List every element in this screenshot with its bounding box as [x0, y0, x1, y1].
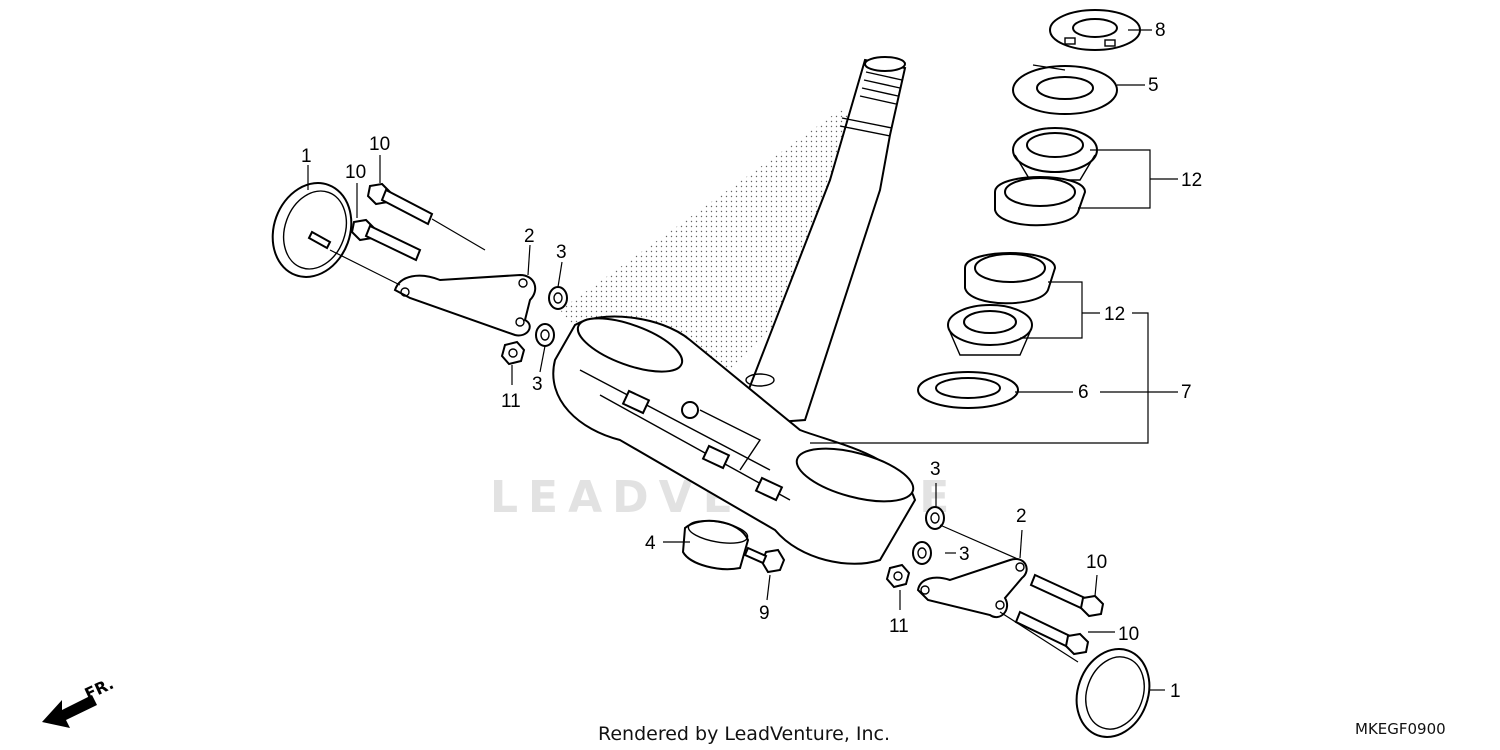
nut-left: [500, 340, 526, 366]
footer-credit: Rendered by LeadVenture, Inc.: [598, 723, 890, 745]
washer-right-upper: [925, 506, 945, 530]
dust-seal: [1012, 65, 1118, 115]
lower-dust-seal: [917, 371, 1019, 409]
callout-7: 7: [1181, 382, 1192, 403]
callout-12-upper: 12: [1181, 170, 1202, 191]
upper-bearing: [1012, 127, 1098, 181]
washer-left-lower: [535, 323, 555, 347]
steering-stem: [733, 56, 907, 427]
callout-3-b: 3: [532, 374, 543, 395]
bolt-right-upper: [1029, 573, 1105, 618]
lower-bearing: [947, 304, 1033, 356]
nut-right: [885, 563, 911, 589]
front-label: FR.: [82, 674, 117, 704]
front-arrow-icon: FR.: [42, 674, 117, 728]
callout-10-b: 10: [345, 162, 366, 183]
callout-10-c: 10: [1086, 552, 1107, 573]
callout-2-left: 2: [524, 226, 535, 247]
right-cap: [1075, 648, 1151, 738]
steering-nut: [1049, 9, 1141, 51]
washer-right-lower: [912, 541, 932, 565]
upper-bearing-race: [994, 176, 1087, 227]
callout-3-d: 3: [959, 544, 970, 565]
diagram-code: MKEGF0900: [1355, 720, 1446, 738]
left-cap-stud: [307, 230, 332, 250]
callout-6: 6: [1078, 382, 1089, 403]
callout-1-left: 1: [301, 146, 312, 167]
clamp-bolt: [743, 546, 786, 574]
washer-left-upper: [548, 286, 568, 310]
left-cap: [271, 182, 353, 278]
callout-11-right: 11: [889, 616, 909, 637]
callout-2-right: 2: [1016, 506, 1027, 527]
leader-lines: [307, 29, 1178, 691]
callout-10-a: 10: [369, 134, 390, 155]
lower-bearing-race: [964, 252, 1057, 305]
callout-3-c: 3: [930, 459, 941, 480]
callout-12-lower: 12: [1104, 304, 1125, 325]
callout-5: 5: [1148, 75, 1159, 96]
callout-10-d: 10: [1118, 624, 1139, 645]
callout-8: 8: [1155, 20, 1166, 41]
left-bracket: [393, 273, 537, 337]
bolt-left-lower: [350, 218, 422, 262]
callout-4: 4: [645, 533, 656, 554]
callout-3-a: 3: [556, 242, 567, 263]
callout-1-right: 1: [1170, 681, 1181, 702]
bolt-right-lower: [1014, 610, 1090, 656]
cable-clamp: [681, 519, 750, 571]
bolt-left-upper: [366, 182, 486, 251]
callout-11-left: 11: [501, 391, 521, 412]
lower-triple-clamp: [552, 315, 917, 565]
callout-9: 9: [759, 603, 770, 624]
right-bracket: [916, 558, 1028, 618]
